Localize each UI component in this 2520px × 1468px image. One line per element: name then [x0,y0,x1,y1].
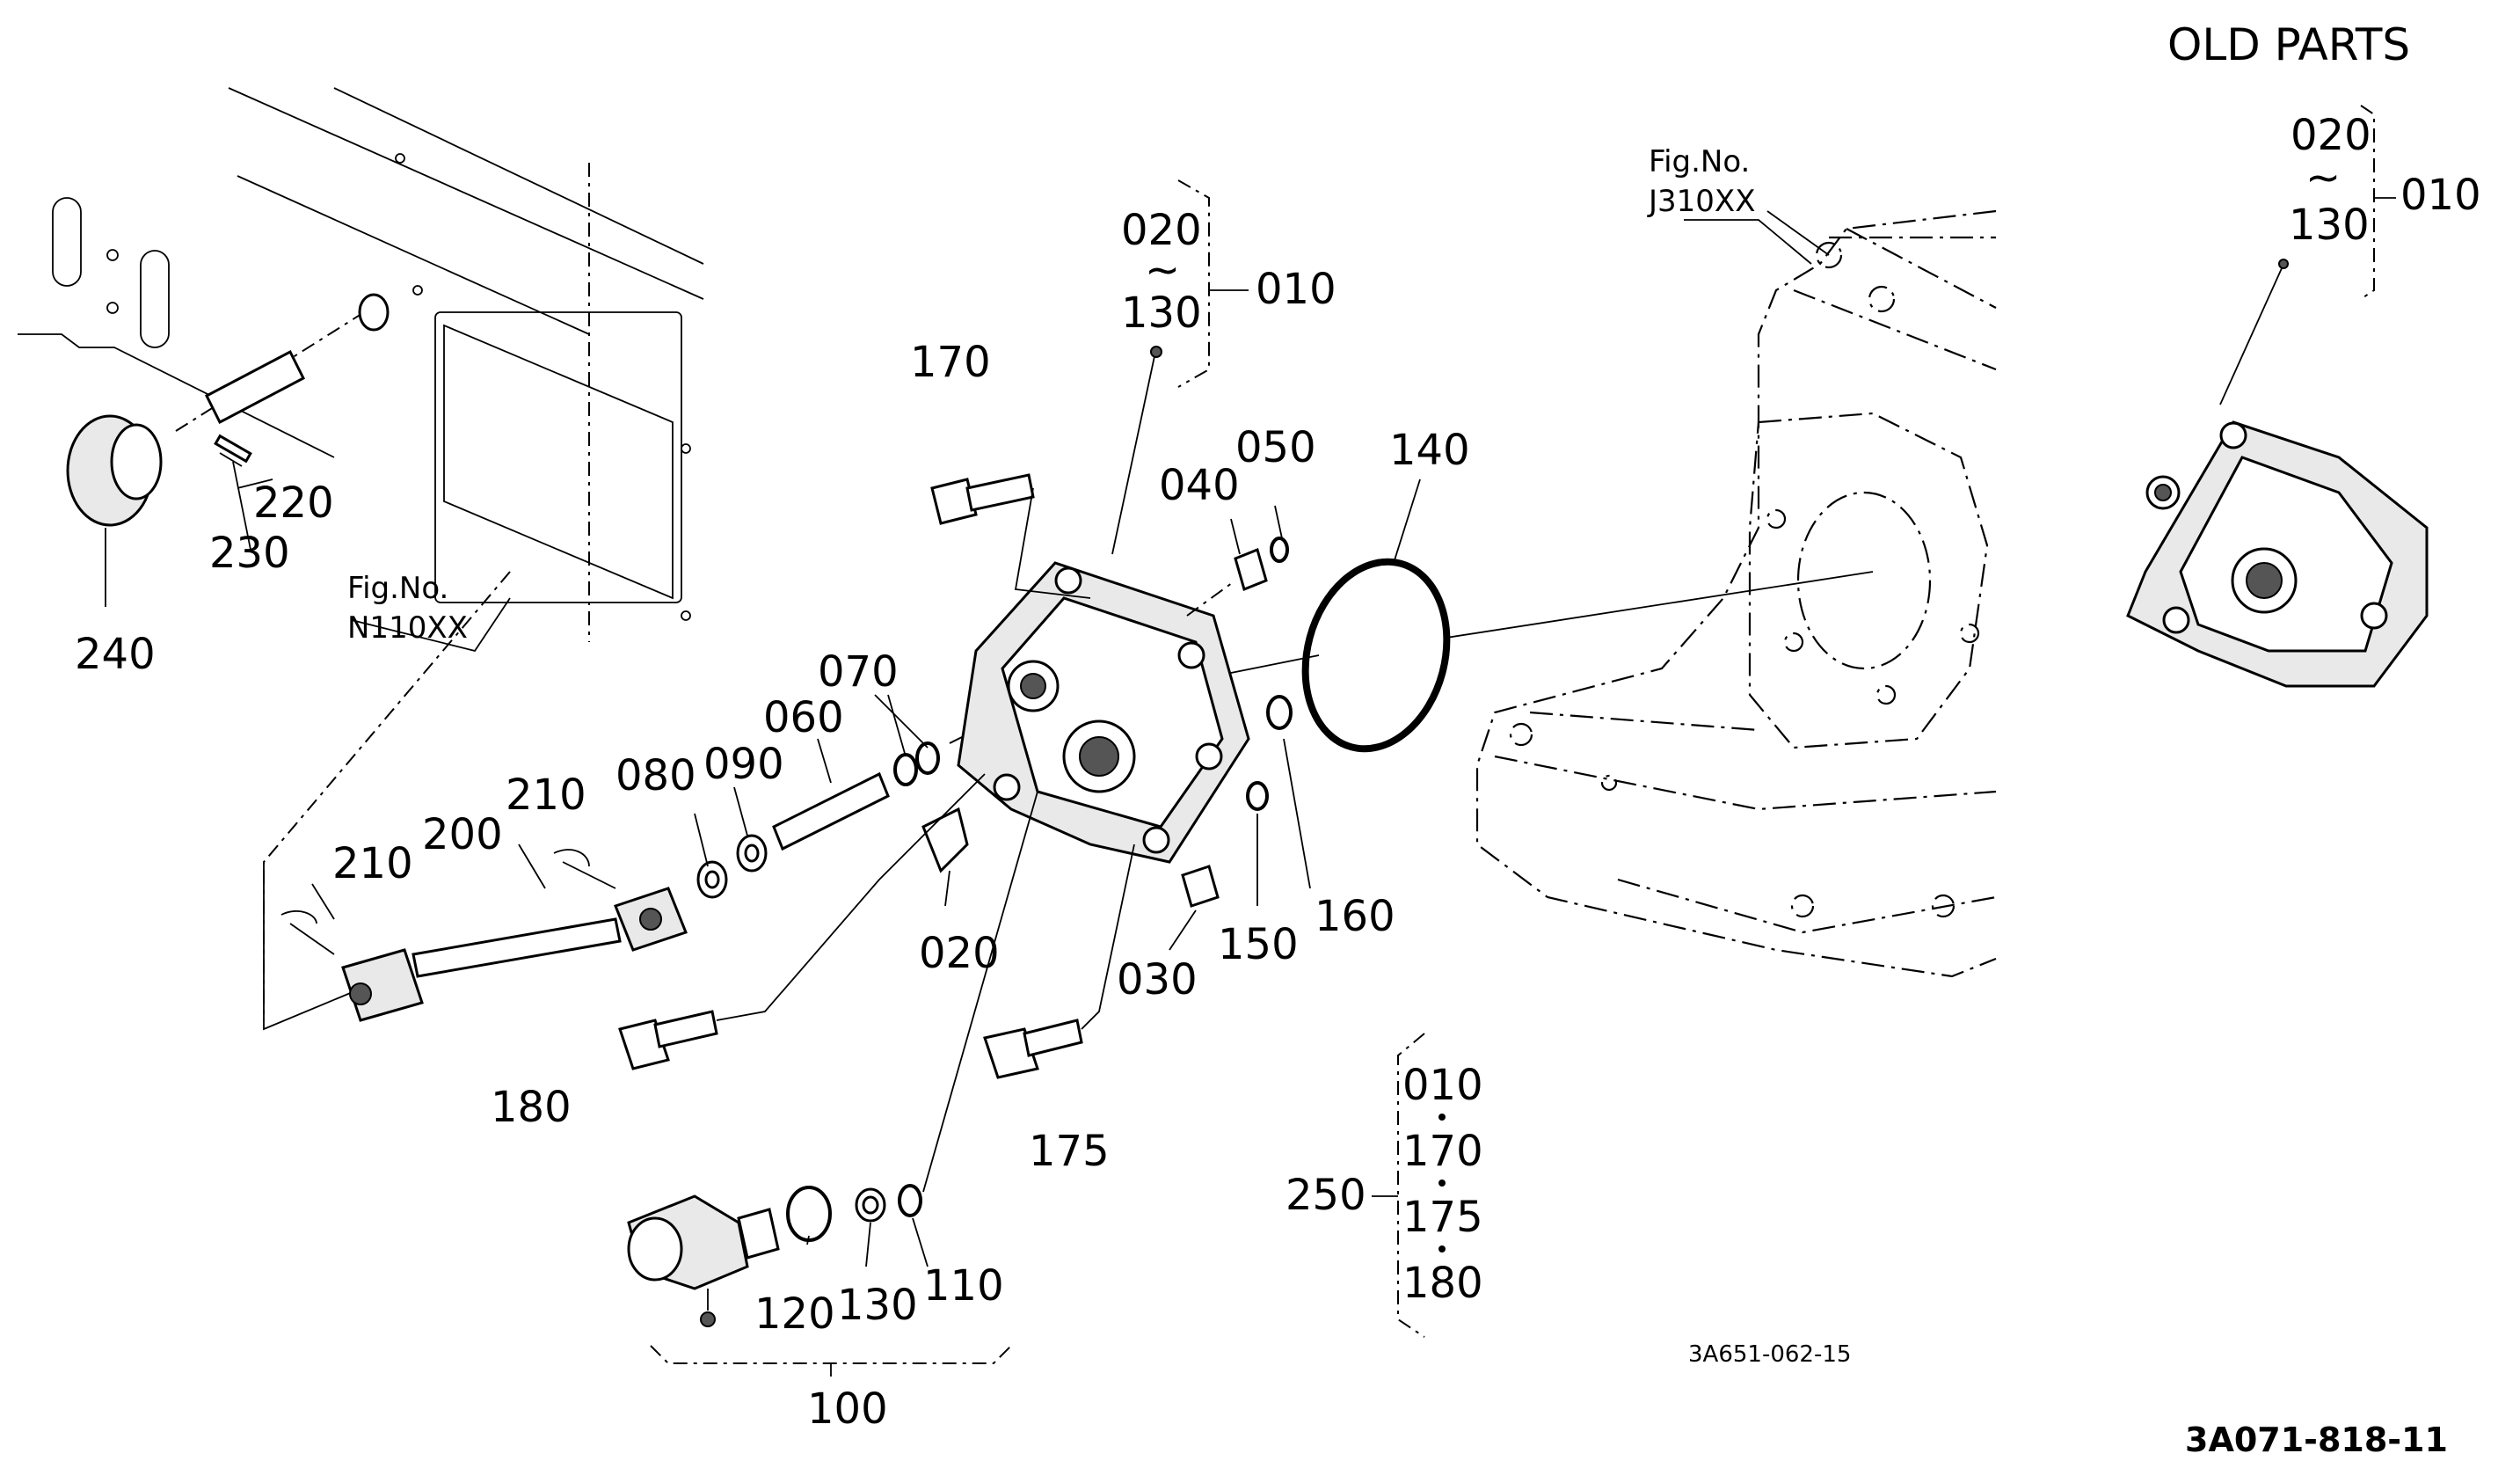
old-parts-cover [2126,259,2429,688]
main-bracket-bottom: 130 [1121,288,1202,338]
fig-label-left: Fig.No. [347,571,448,606]
spool-060 [772,771,890,851]
fig-label-right: Fig.No. [1649,144,1750,179]
kit-label-250: 250 [1285,1171,1366,1220]
label-220: 220 [253,478,334,528]
label-230: 230 [209,529,290,578]
label-210a: 210 [506,771,586,820]
label-160: 160 [1315,892,1395,941]
shaft-assembly [66,293,390,607]
brackets [650,105,2396,1377]
old-bracket-tilde: ~ [2305,153,2341,202]
washer-part [358,293,390,332]
o-rings [1230,558,1874,811]
transmission-case [1475,209,1997,978]
kit-item-010: 010 [1402,1061,1483,1110]
valve-spool-parts [696,712,1012,899]
kit-dot-3 [1438,1245,1446,1253]
fitting-040-050 [1186,537,1289,617]
kit-item-175: 175 [1402,1193,1483,1242]
leader-lines [232,219,1812,1267]
left-housing-panel [18,87,704,1031]
label-080: 080 [615,751,696,800]
label-030: 030 [1117,955,1198,1004]
kit-item-170: 170 [1402,1127,1483,1176]
pin-230 [214,434,252,464]
o-ring-150 [1246,781,1269,811]
label-110: 110 [923,1261,1004,1311]
drawing-code: 3A651-062-15 [1688,1341,1851,1368]
o-ring-140 [1301,558,1451,753]
label-175: 175 [1029,1127,1110,1176]
label-050: 050 [1235,423,1316,472]
labels: OLD PARTS 020 ~ 130 010 Fig.No. J310XX F… [75,19,2481,1459]
label-140: 140 [1389,426,1470,475]
old-assembly-label: 010 [2400,171,2481,220]
label-100: 100 [807,1384,888,1434]
old-bracket-top: 020 [2291,111,2371,160]
label-150: 150 [1218,920,1299,969]
fig-ref-left: N110XX [347,610,468,646]
label-130: 130 [837,1281,918,1330]
label-090: 090 [703,740,784,789]
label-070: 070 [818,647,899,697]
shaft-220 [205,349,305,425]
main-assembly-label: 010 [1256,265,1336,314]
o-ring-160 [1266,695,1293,730]
bolt-175 [983,1027,1039,1079]
bolt-170 [930,478,978,525]
relief-valve-100 [627,791,1038,1327]
main-bracket-top: 020 [1121,206,1202,255]
kit-item-180: 180 [1402,1259,1483,1308]
kit-dot-2 [1438,1180,1446,1187]
main-cover-010 [921,561,1250,908]
label-170: 170 [910,338,991,387]
label-200: 200 [422,810,503,859]
main-bracket-tilde: ~ [1145,245,1180,295]
page-code: 3A071-818-11 [2185,1421,2448,1459]
plug-030 [1181,865,1220,908]
label-020: 020 [919,929,1000,978]
label-180: 180 [491,1083,572,1132]
plug-020 [921,807,969,873]
drive-shaft-200 [280,849,688,1022]
label-120: 120 [754,1289,835,1339]
old-bracket-bottom: 130 [2289,201,2370,250]
label-240: 240 [75,630,156,679]
bolts [618,473,1135,1079]
kit-dot-1 [1438,1114,1446,1121]
old-parts-header: OLD PARTS [2167,19,2410,70]
label-060: 060 [763,693,844,742]
fig-ref-right: J310XX [1647,184,1756,219]
label-210b: 210 [332,839,413,888]
label-040: 040 [1159,461,1240,510]
